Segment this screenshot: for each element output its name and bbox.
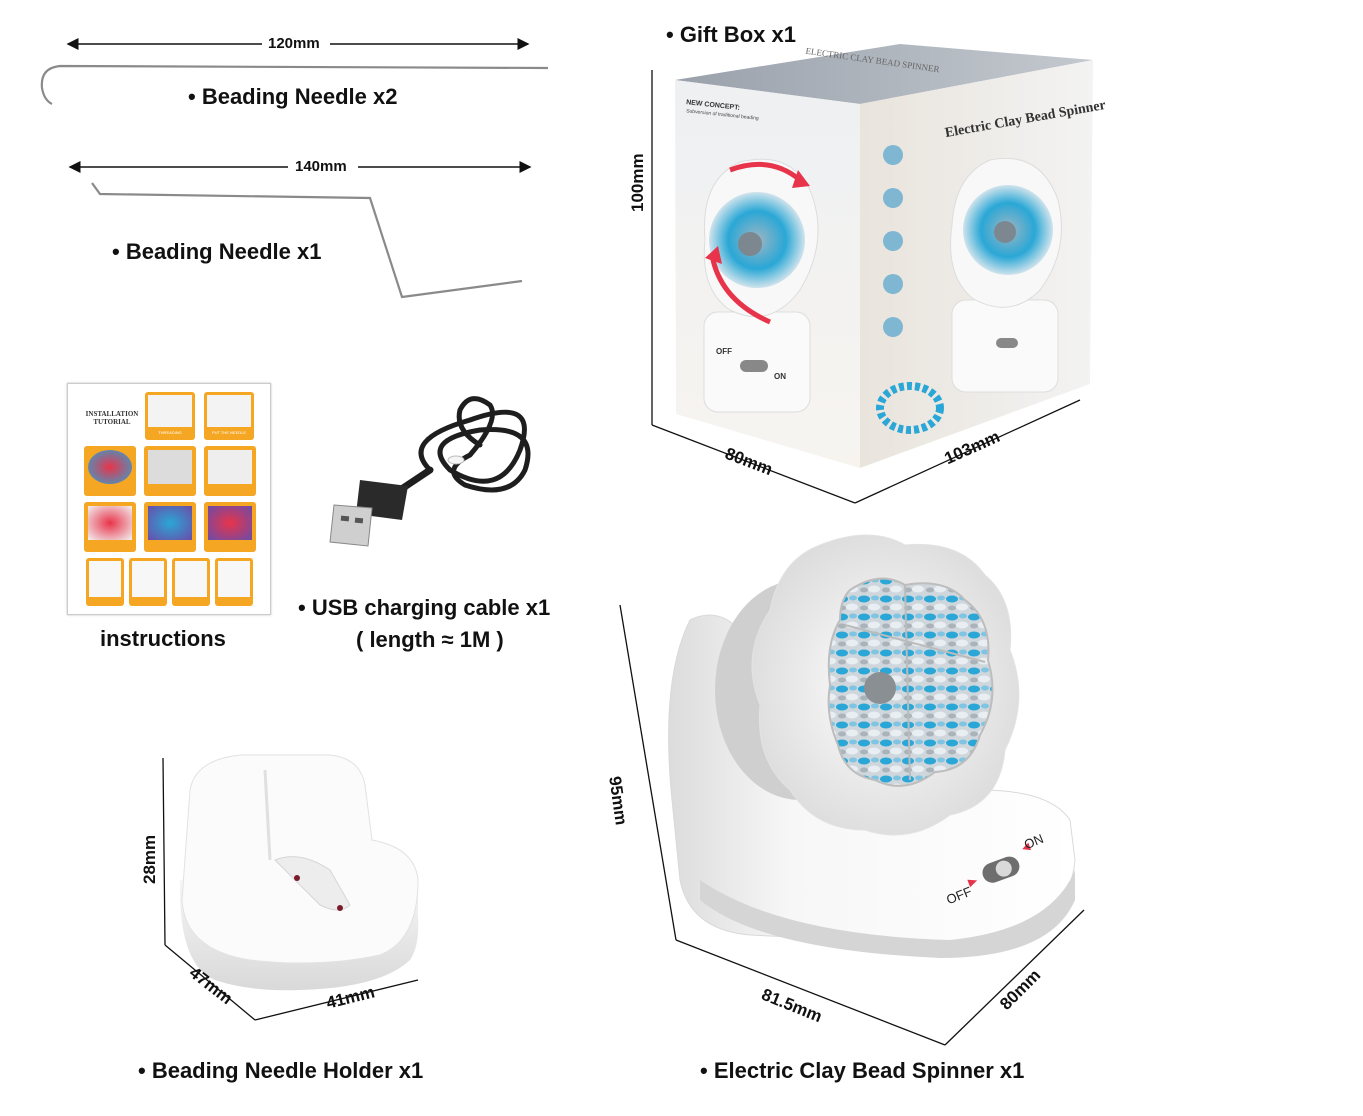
bead-bowl [827,577,994,787]
needle-120-dimension: 120mm [268,35,320,52]
spinner-height-line [619,604,677,941]
curved-needle [40,64,549,105]
feature-icon-3 [883,231,903,251]
needle-140-label: • Beading Needle x1 [112,239,322,264]
feature-icon-1 [883,145,903,165]
box-front-knob [738,232,762,256]
usb-cable-length: ( length ≈ 1M ) [356,627,504,652]
instruction-step-10 [129,558,167,606]
instruction-step-11 [172,558,210,606]
bent-needle [91,182,523,299]
holder-depth-line [164,944,256,1021]
instructions-label: instructions [100,626,226,651]
usb-cable-label: • USB charging cable x1 [298,595,551,620]
instruction-step-5 [204,446,256,496]
box-switch-off: OFF [716,347,732,356]
holder-height-line [162,757,166,946]
spinner-label: • Electric Clay Bead Spinner x1 [700,1058,1025,1083]
gift-box-label: • Gift Box x1 [666,22,796,47]
rotation-arrow-bottom [709,254,772,325]
rotation-arrow-top [729,161,802,182]
power-switch[interactable] [963,842,1038,891]
feature-icon-4 [883,274,903,294]
needle-140-dimension: 140mm [295,158,347,175]
instruction-step-4 [144,446,196,496]
instruction-sheet: INSTALLATION TUTORIAL THREADING PUT THE … [67,383,271,615]
bracelet-image [876,382,944,434]
instruction-step-7 [144,502,196,552]
box-width-line [854,399,1081,504]
box-front-switch [740,360,768,372]
spinner-width-line [675,939,946,1046]
needle-120-label: • Beading Needle x2 [188,84,398,109]
instruction-step-6 [84,502,136,552]
holder-width-line [254,979,419,1021]
cable-tie [447,455,465,465]
feature-icon-2 [883,188,903,208]
instruction-step-1: THREADING [145,392,195,440]
spinner-depth-line [944,909,1085,1046]
box-switch-on: ON [774,372,786,381]
holder-slot [274,856,351,911]
box-side-switch [996,338,1018,348]
needle-holder-label: • Beading Needle Holder x1 [138,1058,424,1083]
box-depth-line [651,424,856,504]
instruction-step-9 [86,558,124,606]
box-top-face [675,44,1093,104]
instruction-step-2: PUT THE NEEDLE [204,392,254,440]
usb-connector-icon [329,504,373,547]
spinner-base-shadow [700,870,1075,958]
instruction-heading: INSTALLATION TUTORIAL [85,410,139,426]
instruction-step-8 [204,502,256,552]
instruction-step-3 [84,446,136,496]
instruction-step-12 [215,558,253,606]
spinner-center-knob [864,672,896,704]
feature-icon-5 [883,317,903,337]
